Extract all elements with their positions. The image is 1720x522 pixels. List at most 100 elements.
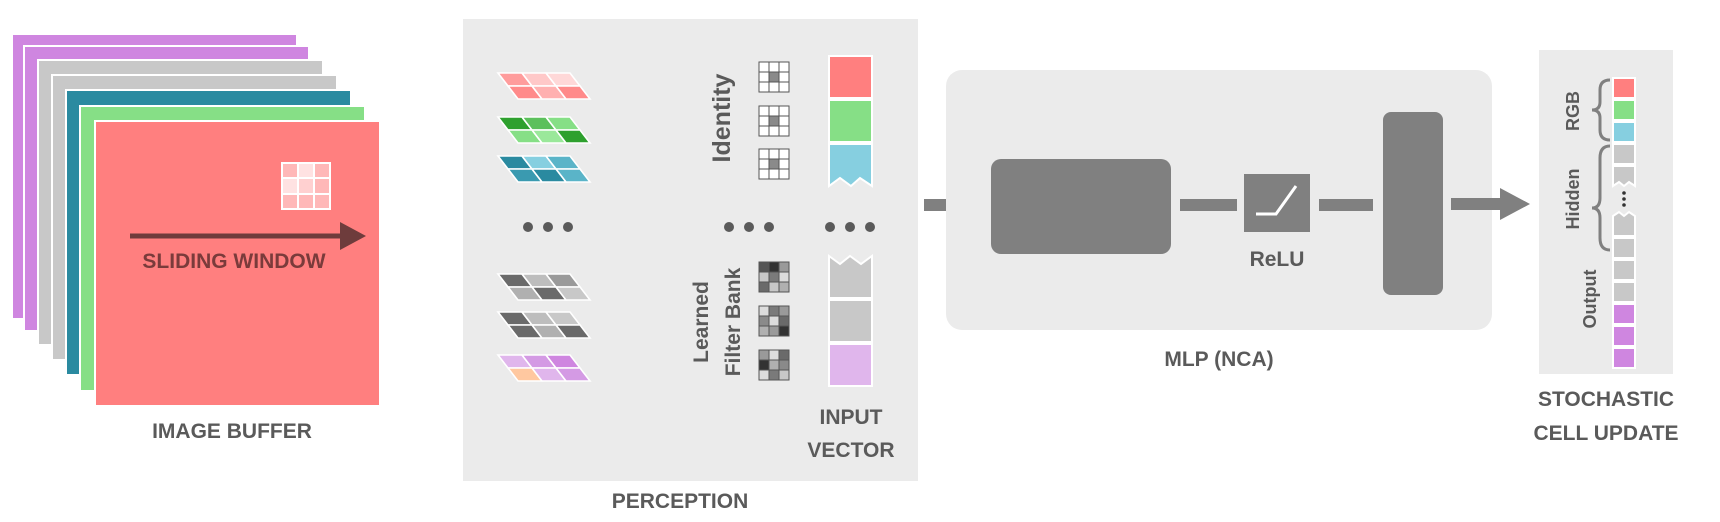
input-vector-gray-cell-1 bbox=[828, 254, 873, 299]
kernel-grid bbox=[758, 148, 790, 180]
kernel-cell bbox=[778, 115, 790, 127]
kernel-cell bbox=[758, 325, 770, 337]
kernel-grid bbox=[758, 349, 790, 381]
plane-cell bbox=[554, 129, 592, 144]
kernel-cell bbox=[768, 61, 780, 73]
curly-brace-icon bbox=[1591, 144, 1611, 252]
kernel-cell bbox=[778, 168, 790, 180]
state-cell-green bbox=[1612, 99, 1636, 121]
dense-layer-2 bbox=[1383, 112, 1443, 295]
kernel-cell bbox=[778, 261, 790, 273]
ellipsis-icon bbox=[825, 222, 875, 232]
kernel-cell bbox=[768, 281, 780, 293]
kernel-cell bbox=[768, 315, 780, 327]
kernel-cell bbox=[778, 158, 790, 170]
identity-label: Identity bbox=[708, 73, 736, 162]
state-cell-hidden bbox=[1612, 281, 1636, 303]
kernel-cell bbox=[778, 71, 790, 83]
kernel-cell bbox=[778, 281, 790, 293]
relu-label: ReLU bbox=[1250, 248, 1305, 271]
plane-cell bbox=[554, 367, 592, 382]
kernel-grid bbox=[758, 305, 790, 337]
kernel-cell bbox=[778, 81, 790, 93]
kernel-cell bbox=[758, 115, 770, 127]
kernel-cell bbox=[758, 271, 770, 283]
kernel-cell bbox=[768, 105, 780, 117]
input-vector-blue-cell bbox=[828, 143, 873, 188]
image-buffer-label: IMAGE BUFFER bbox=[152, 420, 312, 443]
kernel-cell bbox=[768, 81, 780, 93]
ellipsis-icon bbox=[724, 222, 774, 232]
output-label: Output bbox=[1580, 270, 1600, 329]
kernel-cell bbox=[768, 359, 780, 371]
kernel-cell bbox=[758, 349, 770, 361]
input-vector-green-cell bbox=[828, 99, 873, 143]
perception-plane bbox=[496, 155, 592, 183]
kernel-cell bbox=[758, 61, 770, 73]
learned-label: Learned bbox=[690, 281, 713, 363]
kernel-cell bbox=[758, 168, 770, 180]
state-cell-hidden bbox=[1612, 143, 1636, 165]
kernel-cell bbox=[768, 168, 780, 180]
mlp-label: MLP (NCA) bbox=[1164, 348, 1273, 371]
curly-brace-icon bbox=[1591, 78, 1611, 142]
kernel-cell bbox=[758, 125, 770, 137]
kernel-cell bbox=[758, 261, 770, 273]
kernel-cell bbox=[758, 81, 770, 93]
kernel-cell bbox=[768, 158, 780, 170]
image-buffer-stack: SLIDING WINDOW bbox=[11, 33, 381, 407]
state-vector bbox=[1612, 77, 1636, 369]
ellipsis-icon bbox=[1622, 191, 1626, 207]
state-cell-output bbox=[1612, 303, 1636, 325]
relu-box bbox=[1244, 174, 1310, 232]
kernel-grid bbox=[758, 261, 790, 293]
kernel-cell bbox=[768, 369, 780, 381]
kernel-cell bbox=[778, 148, 790, 160]
kernel-cell bbox=[768, 148, 780, 160]
kernel-cell bbox=[778, 359, 790, 371]
identity-kernels bbox=[758, 61, 790, 180]
plane-cell bbox=[554, 324, 592, 339]
kernel-cell bbox=[778, 125, 790, 137]
kernel-cell bbox=[768, 349, 780, 361]
perception-plane bbox=[496, 72, 592, 100]
plane-cell bbox=[554, 85, 592, 100]
sliding-window-grid bbox=[281, 162, 331, 210]
kernel-cell bbox=[778, 305, 790, 317]
sliding-window-label: SLIDING WINDOW bbox=[142, 250, 325, 273]
kernel-cell bbox=[768, 305, 780, 317]
perception-label: PERCEPTION bbox=[612, 490, 749, 513]
input-vector-gray-cell-2 bbox=[828, 299, 873, 343]
filter-bank-label: Filter Bank bbox=[722, 267, 745, 376]
kernel-cell bbox=[768, 115, 780, 127]
kernel-grid bbox=[758, 105, 790, 137]
input-vector-label-2: VECTOR bbox=[807, 439, 894, 462]
kernel-cell bbox=[758, 369, 770, 381]
input-vector-purple-cell bbox=[828, 343, 873, 387]
plane-cell bbox=[554, 286, 592, 301]
rgb-label: RGB bbox=[1563, 91, 1583, 131]
arrow-right-icon bbox=[1451, 188, 1530, 220]
hidden-label: Hidden bbox=[1563, 169, 1583, 230]
kernel-cell bbox=[778, 369, 790, 381]
kernel-cell bbox=[778, 61, 790, 73]
kernel-cell bbox=[768, 271, 780, 283]
kernel-cell bbox=[778, 349, 790, 361]
kernel-grid bbox=[758, 61, 790, 93]
kernel-cell bbox=[778, 315, 790, 327]
update-panel bbox=[1539, 50, 1673, 374]
dense-layer-1 bbox=[991, 159, 1171, 254]
kernel-cell bbox=[768, 261, 780, 273]
plane-cell bbox=[554, 168, 592, 183]
kernel-cell bbox=[758, 305, 770, 317]
state-cell-output bbox=[1612, 347, 1636, 369]
kernel-cell bbox=[758, 158, 770, 170]
perception-planes bbox=[496, 72, 592, 382]
state-cell-blue bbox=[1612, 121, 1636, 143]
learned-kernels bbox=[758, 261, 790, 381]
input-vector-label-1: INPUT bbox=[820, 406, 883, 429]
stochastic-label-2: CELL UPDATE bbox=[1533, 422, 1678, 445]
kernel-cell bbox=[758, 71, 770, 83]
kernel-cell bbox=[768, 125, 780, 137]
state-cell-hidden bbox=[1612, 165, 1636, 188]
